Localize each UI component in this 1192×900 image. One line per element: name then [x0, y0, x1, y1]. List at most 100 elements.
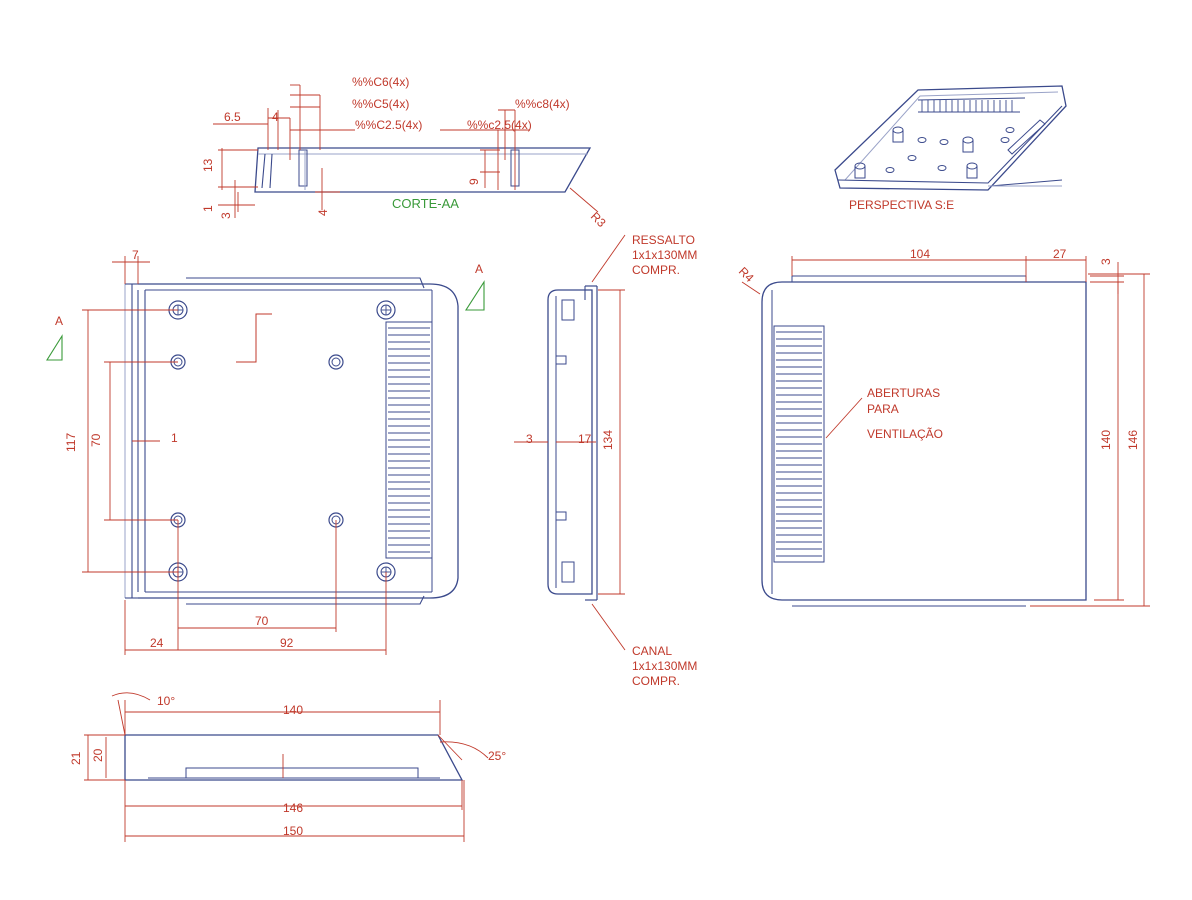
dim-150-bottom: 150 [283, 824, 303, 838]
dim-angle-10: 10° [157, 694, 175, 708]
dim-146-bottom: 146 [283, 801, 303, 815]
dim-7: 7 [132, 248, 139, 262]
perspective-boss [966, 166, 978, 179]
perspective-hole [917, 137, 927, 143]
bottom-view-outline [124, 734, 464, 781]
dim-134: 134 [601, 430, 615, 450]
dim-140-bottom: 140 [283, 703, 303, 717]
perspective-edge [837, 105, 1063, 184]
note-canal-1: CANAL [632, 644, 672, 658]
note-canal-2: 1x1x130MM [632, 659, 697, 673]
dim-1: 1 [201, 205, 215, 212]
dim-146-right: 146 [1126, 430, 1140, 450]
dim-27: 27 [1053, 247, 1067, 261]
ressalto-leader [591, 234, 626, 283]
perspective-hole [939, 139, 949, 145]
dim-r3-leader [569, 187, 599, 213]
dim-17: 17 [578, 432, 592, 446]
perspective-boss-top [962, 136, 974, 144]
dim-92: 92 [280, 636, 294, 650]
right-view: ABERTURAS PARA VENTILAÇÃO 104 27 3 R4 14… [736, 247, 1140, 450]
dim-r4: R4 [736, 264, 757, 285]
dim-1-top: 1 [171, 431, 178, 445]
section-view: %%C6(4x) %%C5(4x) %%C2.5(4x) %%c8(4x) %%… [201, 75, 609, 230]
section-mark-right: A [475, 262, 483, 276]
section-mark-left: A [55, 314, 63, 328]
section-wall-left [261, 153, 266, 189]
perspective-boss-top [966, 162, 978, 170]
dim-3-side: 3 [526, 432, 533, 446]
dim-20: 20 [91, 748, 105, 762]
perspective-base [989, 179, 1063, 187]
pcb-boss-outer [328, 354, 344, 370]
drawing-line [917, 97, 1026, 101]
section-label: CORTE-AA [392, 196, 459, 211]
note-aberturas-2: PARA [867, 402, 899, 416]
side-view-tab [555, 511, 567, 521]
dim-4a: 4 [272, 110, 279, 124]
perspective-boss-top [892, 126, 904, 134]
perspective-hole [937, 165, 947, 171]
perspective-boss [854, 166, 866, 179]
top-view-lip-bottom [186, 595, 425, 605]
side-view-outline [547, 289, 593, 595]
dim-10-arc [111, 692, 151, 701]
top-view-outline [138, 283, 459, 599]
top-view: A A 7 117 70 1 70 24 92 [55, 248, 483, 650]
dim-21: 21 [69, 751, 83, 765]
section-boss-left [298, 149, 308, 187]
dim-r4-leader [741, 281, 761, 295]
side-view: RESSALTO 1x1x130MM COMPR. CANAL 1x1x130M… [526, 233, 697, 688]
dim-104: 104 [910, 247, 930, 261]
dim-117: 117 [64, 433, 78, 452]
side-view-boss-top [561, 299, 575, 321]
dim-r3: R3 [588, 209, 609, 230]
right-view-outline [761, 281, 1087, 601]
perspective-rail [1007, 119, 1046, 155]
perspective-hole [907, 155, 917, 161]
dim-c2-5: %%C2.5(4x) [355, 118, 422, 132]
perspective-boss-top [854, 162, 866, 170]
note-ressalto-1: RESSALTO [632, 233, 695, 247]
perspective-hole [1000, 137, 1010, 143]
dim-25-arc [439, 741, 489, 759]
drawing-linework [46, 84, 1150, 842]
dim-3: 3 [219, 212, 233, 219]
aberturas-leader [825, 397, 863, 439]
dim-13: 13 [201, 158, 215, 172]
bottom-view-chamfer [437, 734, 463, 761]
perspective-outline [834, 85, 1067, 191]
dim-24: 24 [150, 636, 164, 650]
dim-140-right: 140 [1099, 430, 1113, 450]
side-view-boss-bottom [561, 561, 575, 583]
section-outline [254, 147, 592, 193]
perspective-label: PERSPECTIVA S:E [849, 198, 954, 212]
dim-c8: %%c8(4x) [515, 97, 570, 111]
perspective-hole [1005, 127, 1015, 133]
note-canal-3: COMPR. [632, 674, 680, 688]
perspective-inner [844, 91, 1059, 181]
dim-c6: %%C6(4x) [352, 75, 409, 89]
dim-angle-25: 25° [488, 749, 506, 763]
dim-c5: %%C5(4x) [352, 97, 409, 111]
note-ressalto-2: 1x1x130MM [632, 248, 697, 262]
pcb-boss-inner [331, 357, 341, 367]
bottom-view: 10° 140 25° 21 20 146 150 [69, 694, 506, 838]
dim-10-angle-line [117, 699, 126, 736]
note-ressalto-3: COMPR. [632, 263, 680, 277]
section-arrow-right [464, 280, 485, 311]
note-aberturas-3: VENTILAÇÃO [867, 427, 943, 441]
canal-leader [591, 603, 626, 651]
right-view-vent-frame [773, 325, 825, 563]
note-aberturas-1: ABERTURAS [867, 386, 940, 400]
perspective-hole [885, 167, 895, 173]
bottom-view-foot [185, 767, 419, 779]
dim-3-right: 3 [1099, 258, 1113, 265]
perspective-boss [892, 130, 904, 143]
dim-70-horizontal: 70 [255, 614, 269, 628]
dim-70-vertical: 70 [89, 433, 103, 447]
top-view-lip-top [186, 277, 425, 289]
side-view-tab [555, 355, 567, 365]
dim-9: 9 [467, 178, 481, 185]
